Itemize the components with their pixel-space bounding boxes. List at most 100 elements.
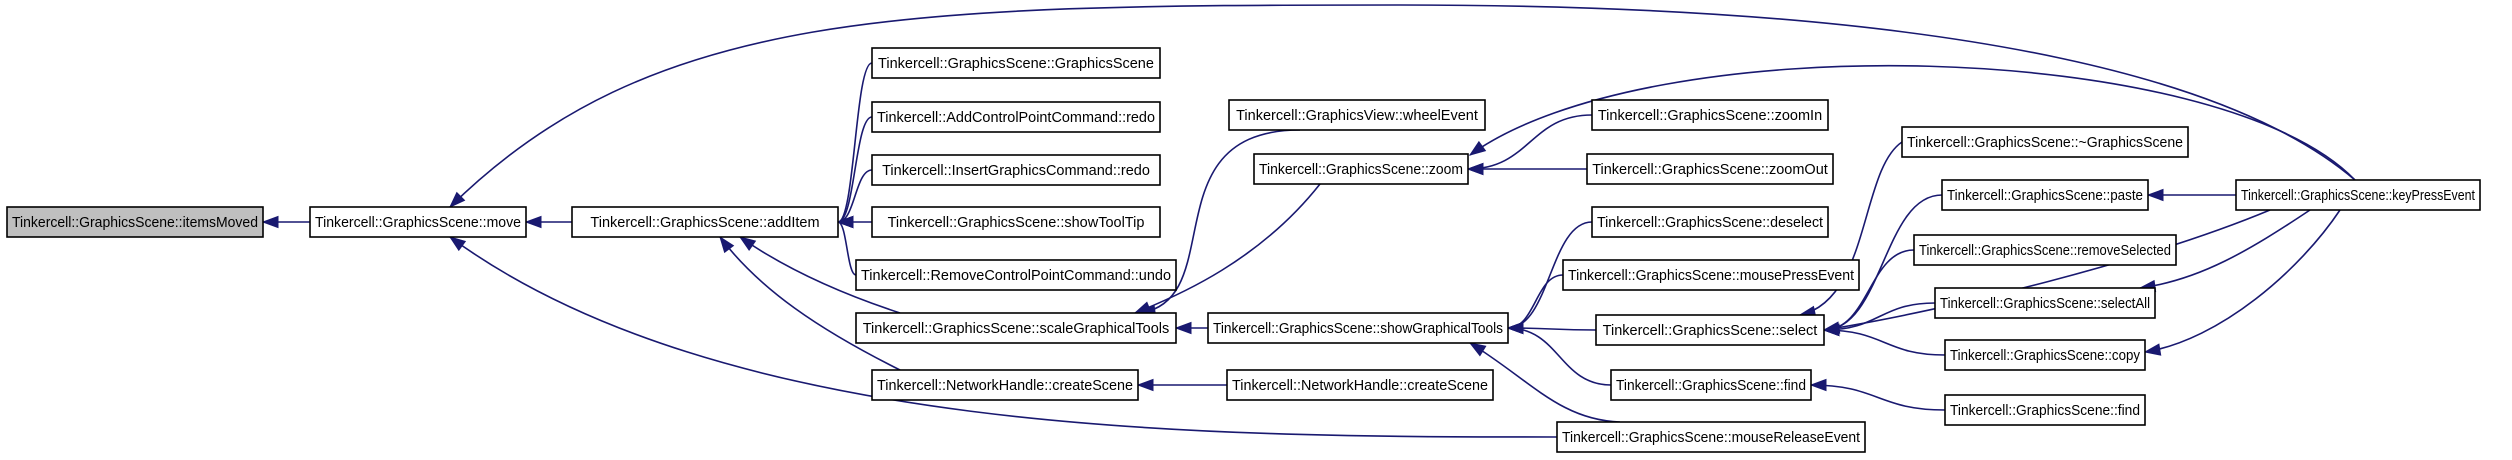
node-insertRedo[interactable]: Tinkercell::InsertGraphicsCommand::redo — [871, 154, 1161, 186]
edge-line — [449, 236, 1558, 438]
edge-line — [1823, 302, 1936, 331]
edge-arrowhead — [524, 215, 542, 229]
node-box — [1556, 421, 1866, 453]
node-mouseRelease[interactable]: Tinkercell::GraphicsScene::mouseReleaseE… — [1556, 421, 1866, 453]
node-selectAll[interactable]: Tinkercell::GraphicsScene::selectAll — [1934, 287, 2156, 319]
edge-line — [1799, 141, 1903, 316]
node-label: Tinkercell::GraphicsScene::move — [315, 215, 521, 231]
node-box — [571, 206, 839, 238]
edge-keyPress-to-zoom — [1468, 64, 2356, 181]
node-box — [871, 154, 1161, 186]
node-label: Tinkercell::GraphicsScene::select — [1603, 323, 1818, 339]
edge-keyPress-to-select — [1822, 209, 2271, 334]
edge-nhCreateScene2-to-nhCreateScene — [1136, 378, 1227, 392]
node-paste[interactable]: Tinkercell::GraphicsScene::paste — [1941, 179, 2149, 211]
node-nhCreateScene[interactable]: Tinkercell::NetworkHandle::createScene — [871, 369, 1139, 401]
edge-arrowhead — [1506, 321, 1524, 335]
node-find1[interactable]: Tinkercell::GraphicsScene::find — [1610, 369, 1812, 401]
node-removeSelected[interactable]: Tinkercell::GraphicsScene::removeSelecte… — [1913, 234, 2177, 266]
node-scaleTools[interactable]: Tinkercell::GraphicsScene::scaleGraphica… — [855, 312, 1177, 344]
node-showToolTip[interactable]: Tinkercell::GraphicsScene::showToolTip — [871, 206, 1161, 238]
edge-line — [837, 169, 873, 223]
edge-line — [837, 62, 873, 223]
node-box — [1591, 206, 1829, 238]
node-label: Tinkercell::GraphicsScene::find — [1950, 403, 2140, 419]
node-label: Tinkercell::GraphicsScene::~GraphicsScen… — [1907, 135, 2183, 151]
node-box — [1586, 153, 1834, 185]
edge-line — [1134, 183, 1321, 314]
node-box — [1901, 126, 2189, 158]
node-mousePress[interactable]: Tinkercell::GraphicsScene::mousePressEve… — [1562, 259, 1860, 291]
node-box — [6, 206, 264, 238]
node-showTools[interactable]: Tinkercell::GraphicsScene::showGraphical… — [1207, 312, 1509, 344]
edge-arrowhead — [1822, 321, 1841, 334]
node-removeCPUndo[interactable]: Tinkercell::RemoveControlPointCommand::u… — [855, 259, 1177, 291]
node-gsCtor[interactable]: Tinkercell::GraphicsScene::GraphicsScene — [871, 47, 1161, 79]
edge-line — [1810, 384, 1946, 411]
edge-line — [837, 116, 873, 223]
node-label: Tinkercell::GraphicsScene::mouseReleaseE… — [1562, 430, 1860, 446]
node-box — [1595, 314, 1825, 346]
node-label: Tinkercell::GraphicsScene::showGraphical… — [1213, 321, 1503, 337]
node-box — [1944, 339, 2146, 371]
node-zoomOut[interactable]: Tinkercell::GraphicsScene::zoomOut — [1586, 153, 1834, 185]
node-box — [1228, 99, 1486, 131]
edge-arrowhead — [1468, 140, 1487, 156]
edge-nhCreateScene-to-addItem — [719, 235, 901, 371]
node-label: Tinkercell::GraphicsScene::find — [1616, 378, 1806, 394]
edge-zoom-to-scaleTools — [1133, 183, 1321, 314]
edge-line — [2139, 209, 2311, 289]
edge-arrowhead — [1466, 162, 1484, 176]
edge-zoomOut-to-zoom — [1466, 162, 1588, 176]
node-copy[interactable]: Tinkercell::GraphicsScene::copy — [1944, 339, 2146, 371]
edge-gsCtor-to-addItem — [836, 62, 873, 229]
node-box — [1941, 179, 2149, 211]
edge-line — [1469, 342, 1621, 423]
node-label: Tinkercell::GraphicsView::wheelEvent — [1236, 108, 1478, 124]
edge-arrowhead — [836, 215, 854, 229]
edge-arrowhead — [448, 236, 467, 252]
node-keyPress[interactable]: Tinkercell::GraphicsScene::keyPressEvent — [2235, 179, 2481, 211]
edge-line — [1507, 327, 1612, 386]
edge-keyPress-to-move — [448, 4, 2356, 209]
node-select[interactable]: Tinkercell::GraphicsScene::select — [1595, 314, 1825, 346]
node-label: Tinkercell::GraphicsScene::itemsMoved — [12, 215, 258, 231]
node-move[interactable]: Tinkercell::GraphicsScene::move — [309, 206, 527, 238]
node-box — [1913, 234, 2177, 266]
edge-arrowhead — [2143, 343, 2162, 356]
node-label: Tinkercell::GraphicsScene::addItem — [590, 215, 819, 231]
node-label: Tinkercell::GraphicsScene::selectAll — [1940, 296, 2150, 312]
node-box — [855, 312, 1177, 344]
edge-find2-to-find1 — [1809, 378, 1946, 411]
node-find2[interactable]: Tinkercell::GraphicsScene::find — [1944, 394, 2146, 426]
node-dtor[interactable]: Tinkercell::GraphicsScene::~GraphicsScen… — [1901, 126, 2189, 158]
node-box — [2235, 179, 2481, 211]
edge-arrowhead — [1136, 378, 1154, 392]
edge-arrowhead — [261, 215, 279, 229]
edge-find1-to-showTools — [1506, 321, 1612, 386]
node-label: Tinkercell::GraphicsScene::showToolTip — [888, 215, 1145, 231]
node-addCPRedo[interactable]: Tinkercell::AddControlPointCommand::redo — [871, 101, 1161, 133]
edge-removeCPUndo-to-addItem — [836, 215, 857, 276]
node-label: Tinkercell::InsertGraphicsCommand::redo — [882, 163, 1150, 179]
node-itemsMoved[interactable]: Tinkercell::GraphicsScene::itemsMoved — [6, 206, 264, 238]
node-box — [1591, 99, 1829, 131]
node-zoom[interactable]: Tinkercell::GraphicsScene::zoom — [1253, 153, 1469, 185]
node-addItem[interactable]: Tinkercell::GraphicsScene::addItem — [571, 206, 839, 238]
edge-arrowhead — [1468, 342, 1487, 357]
node-label: Tinkercell::GraphicsScene::removeSelecte… — [1919, 243, 2171, 259]
node-deselect[interactable]: Tinkercell::GraphicsScene::deselect — [1591, 206, 1829, 238]
node-nhCreateScene2[interactable]: Tinkercell::NetworkHandle::createScene — [1226, 369, 1494, 401]
node-wheelEvent[interactable]: Tinkercell::GraphicsView::wheelEvent — [1228, 99, 1486, 131]
node-zoomIn[interactable]: Tinkercell::GraphicsScene::zoomIn — [1591, 99, 1829, 131]
node-box — [309, 206, 527, 238]
node-label: Tinkercell::RemoveControlPointCommand::u… — [861, 268, 1171, 284]
edge-line — [2144, 209, 2341, 353]
edge-arrowhead — [719, 235, 735, 254]
edge-arrowhead — [448, 191, 466, 209]
edge-line — [837, 221, 857, 276]
edge-line — [1469, 64, 2356, 181]
node-label: Tinkercell::GraphicsScene::zoom — [1259, 162, 1463, 178]
node-label: Tinkercell::GraphicsScene::zoomIn — [1598, 108, 1822, 124]
